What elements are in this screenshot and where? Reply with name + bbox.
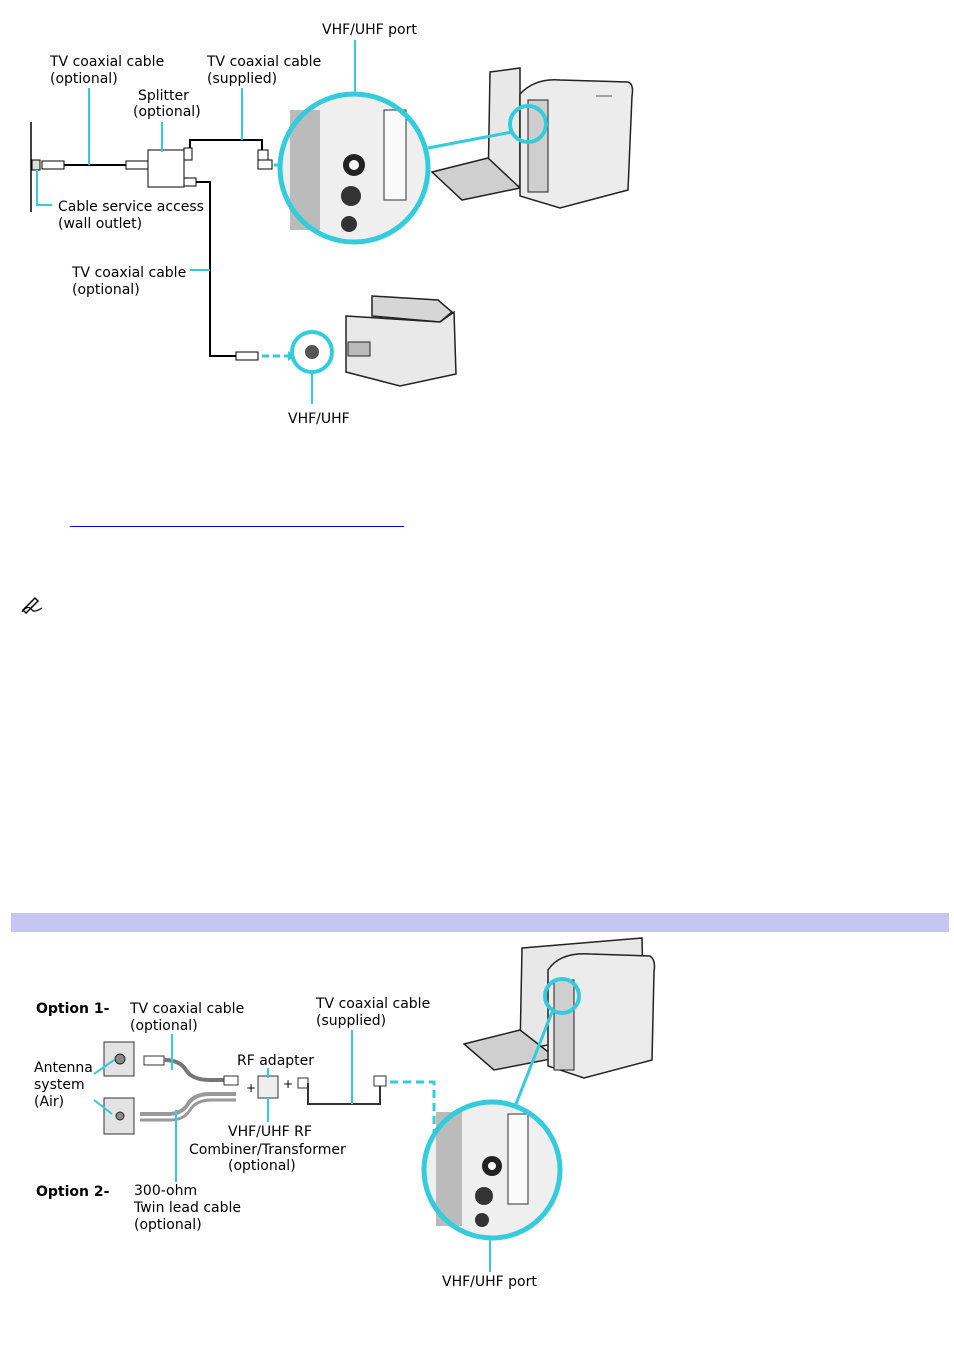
svg-text:+: + (283, 1077, 293, 1091)
label-vhf-tv: VHF/UHF (288, 411, 350, 427)
opt1-plug (143, 1055, 165, 1066)
tv-port-jack (305, 345, 319, 359)
label-option2: Option 2- (36, 1184, 110, 1200)
label-rf-adapter: RF adapter (237, 1053, 314, 1069)
opt2-twin-lead (140, 1092, 236, 1116)
splitter-out-2 (183, 177, 197, 187)
label-antenna-air: (Air) (34, 1094, 64, 1110)
label-option1: Option 1- (36, 1001, 110, 1017)
label-twin-lead-3: (optional) (134, 1217, 202, 1233)
zoom-ring-small (508, 104, 548, 144)
label-tv-cable-optional-2: (optional) (50, 71, 118, 87)
magnified-port-2 (421, 1099, 563, 1241)
hyperlink-underline[interactable] (70, 526, 404, 527)
coax-plug-supplied (257, 149, 269, 161)
label-tv-cable-supplied-3: TV coaxial cable (315, 996, 430, 1012)
coax-plug-left (41, 160, 65, 170)
leader-wall-outlet (36, 170, 52, 206)
magnified-port (277, 91, 431, 245)
splitter-box (147, 149, 185, 188)
label-tv-cable-optional: TV coaxial cable (49, 54, 164, 70)
label-vhf-port-top: VHF/UHF port (322, 22, 417, 38)
label-cable-service-2: (wall outlet) (58, 216, 142, 232)
coax-plug-elbow (257, 159, 273, 170)
label-splitter-2: (optional) (133, 104, 201, 120)
leader-antenna-1 (93, 1059, 115, 1075)
tv-illustration (345, 295, 457, 387)
computer-illustration (430, 67, 634, 209)
svg-text:+: + (246, 1081, 256, 1095)
label-antenna: Antenna (34, 1060, 93, 1076)
label-combiner-3: (optional) (228, 1158, 296, 1174)
label-tv-cable-optional-3b: (optional) (130, 1018, 198, 1034)
section-header-band (11, 913, 949, 932)
label-antenna-system: system (34, 1077, 85, 1093)
label-tv-cable-optional-3: TV coaxial cable (129, 1001, 244, 1017)
label-twin-lead: 300-ohm (134, 1183, 197, 1199)
label-twin-lead-2: Twin lead cable (133, 1200, 241, 1216)
label-tv-cable-optional-b: TV coaxial cable (71, 265, 186, 281)
splitter-out-1 (183, 147, 193, 161)
label-tv-cable-supplied-3b: (supplied) (316, 1013, 386, 1029)
label-combiner-2: Combiner/Transformer (189, 1142, 346, 1158)
diagram-antenna: + + (34, 937, 656, 1290)
label-combiner: VHF/UHF RF (228, 1124, 312, 1140)
label-splitter: Splitter (138, 88, 189, 104)
note-pencil-icon (21, 596, 43, 614)
coax-plug-tv (235, 351, 259, 361)
coax-cable-supplied (189, 139, 263, 150)
label-tv-cable-optional-b-2: (optional) (72, 282, 140, 298)
rf-adapter (297, 1077, 309, 1089)
computer-illustration-2 (462, 937, 656, 1079)
leader-antenna-2 (93, 1099, 113, 1115)
zoom-connector (427, 130, 513, 150)
supplied-cable-2 (307, 1083, 381, 1105)
label-cable-service: Cable service access (58, 199, 204, 215)
label-tv-cable-supplied-2: (supplied) (207, 71, 277, 87)
coax-plug-right (125, 160, 149, 170)
zoom-connector-2 (514, 1011, 554, 1105)
rf-combiner (257, 1075, 279, 1099)
label-tv-cable-supplied: TV coaxial cable (206, 54, 321, 70)
zoom-ring-small-2 (543, 977, 581, 1015)
label-vhf-port-bottom: VHF/UHF port (442, 1274, 537, 1290)
diagram-cable-splitter: VHF/UHF port TV coaxial cable (optional)… (30, 22, 634, 427)
wall-outlet-connector (31, 159, 41, 171)
